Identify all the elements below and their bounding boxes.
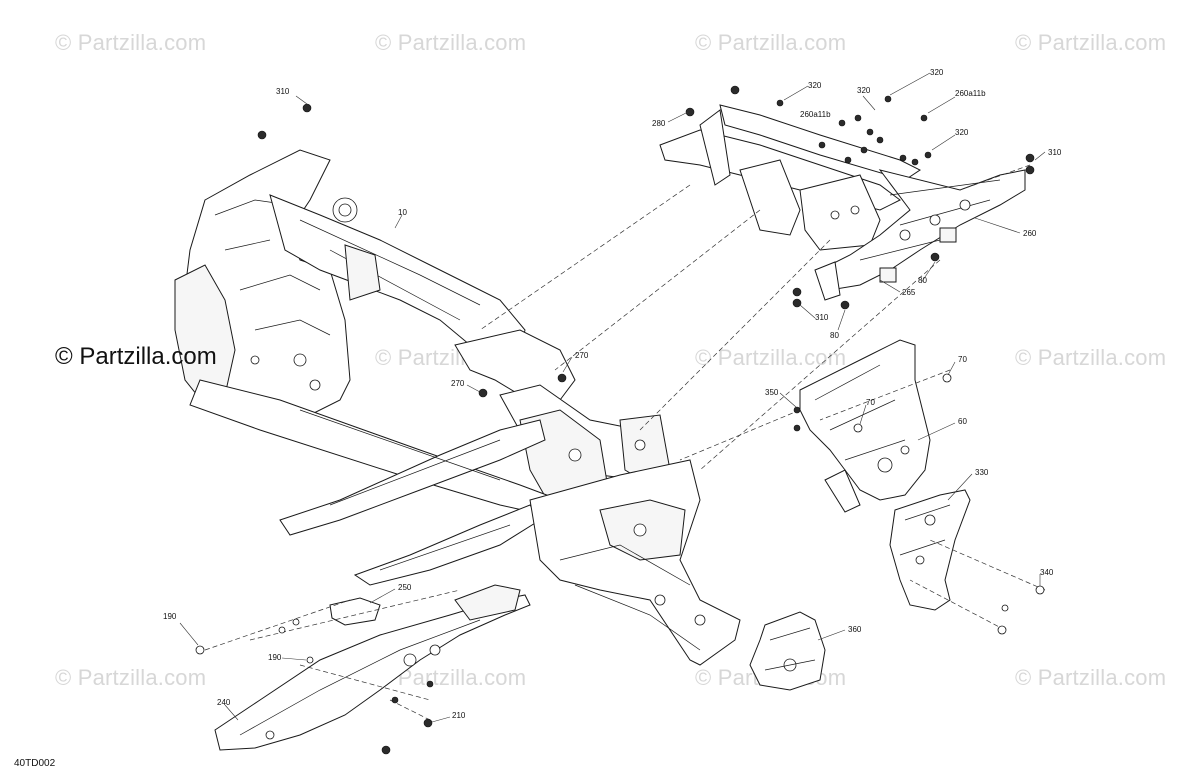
callout-330: 330: [975, 468, 989, 477]
callout-260a11b-b: 260a11b: [955, 89, 986, 98]
callout-10: 10: [398, 208, 407, 217]
callout-310c: 310: [815, 313, 829, 322]
bracket-60: [799, 339, 931, 513]
callout-280: 280: [652, 119, 666, 128]
callout-250: 250: [398, 583, 412, 592]
callout-310a: 310: [276, 87, 290, 96]
diagram-code: 40TD002: [14, 758, 56, 769]
callout-260a11b-a: 260a11b: [800, 110, 831, 119]
lower-arm-240: [214, 584, 531, 751]
watermark-main: © Partzilla.com: [55, 343, 217, 370]
assembly-lines: [204, 164, 1046, 721]
callout-80a: 80: [918, 276, 927, 285]
main-frame: [174, 149, 741, 666]
callout-80b: 80: [830, 331, 839, 340]
callout-340: 340: [1040, 568, 1054, 577]
callout-320d: 320: [955, 128, 969, 137]
callout-265: 265: [902, 288, 916, 297]
watermark-3: © Partzilla.com: [695, 30, 847, 55]
watermark-8: © Partzilla.com: [55, 665, 207, 690]
callout-70a: 70: [958, 355, 967, 364]
callout-60: 60: [958, 417, 967, 426]
callout-320c: 320: [930, 68, 944, 77]
bracket-250: [329, 597, 381, 626]
callout-270a: 270: [575, 351, 589, 360]
callout-70b: 70: [866, 398, 875, 407]
callout-320a: 320: [808, 81, 822, 90]
callout-240: 240: [217, 698, 231, 707]
watermark-7: © Partzilla.com: [1015, 345, 1167, 370]
callout-270b: 270: [451, 379, 465, 388]
callout-260: 260: [1023, 229, 1037, 238]
callout-310b: 310: [1048, 148, 1062, 157]
callout-leaders: [179, 72, 1046, 723]
callout-210: 210: [452, 711, 466, 720]
callout-360: 360: [848, 625, 862, 634]
watermark-6: © Partzilla.com: [695, 345, 847, 370]
callout-350: 350: [765, 388, 779, 397]
bracket-360: [749, 611, 826, 691]
callout-labels: 10 60 70 70 80 80 190 190 210 240 250 26…: [163, 68, 1062, 720]
watermark-4: © Partzilla.com: [1015, 30, 1167, 55]
callout-190b: 190: [268, 653, 282, 662]
callout-190a: 190: [163, 612, 177, 621]
rear-subframe: [659, 104, 1026, 301]
watermark-2: © Partzilla.com: [375, 30, 527, 55]
watermark-1: © Partzilla.com: [55, 30, 207, 55]
watermark-11: © Partzilla.com: [1015, 665, 1167, 690]
callout-320b: 320: [857, 86, 871, 95]
fasteners: [195, 85, 1045, 755]
bracket-330: [889, 489, 971, 611]
